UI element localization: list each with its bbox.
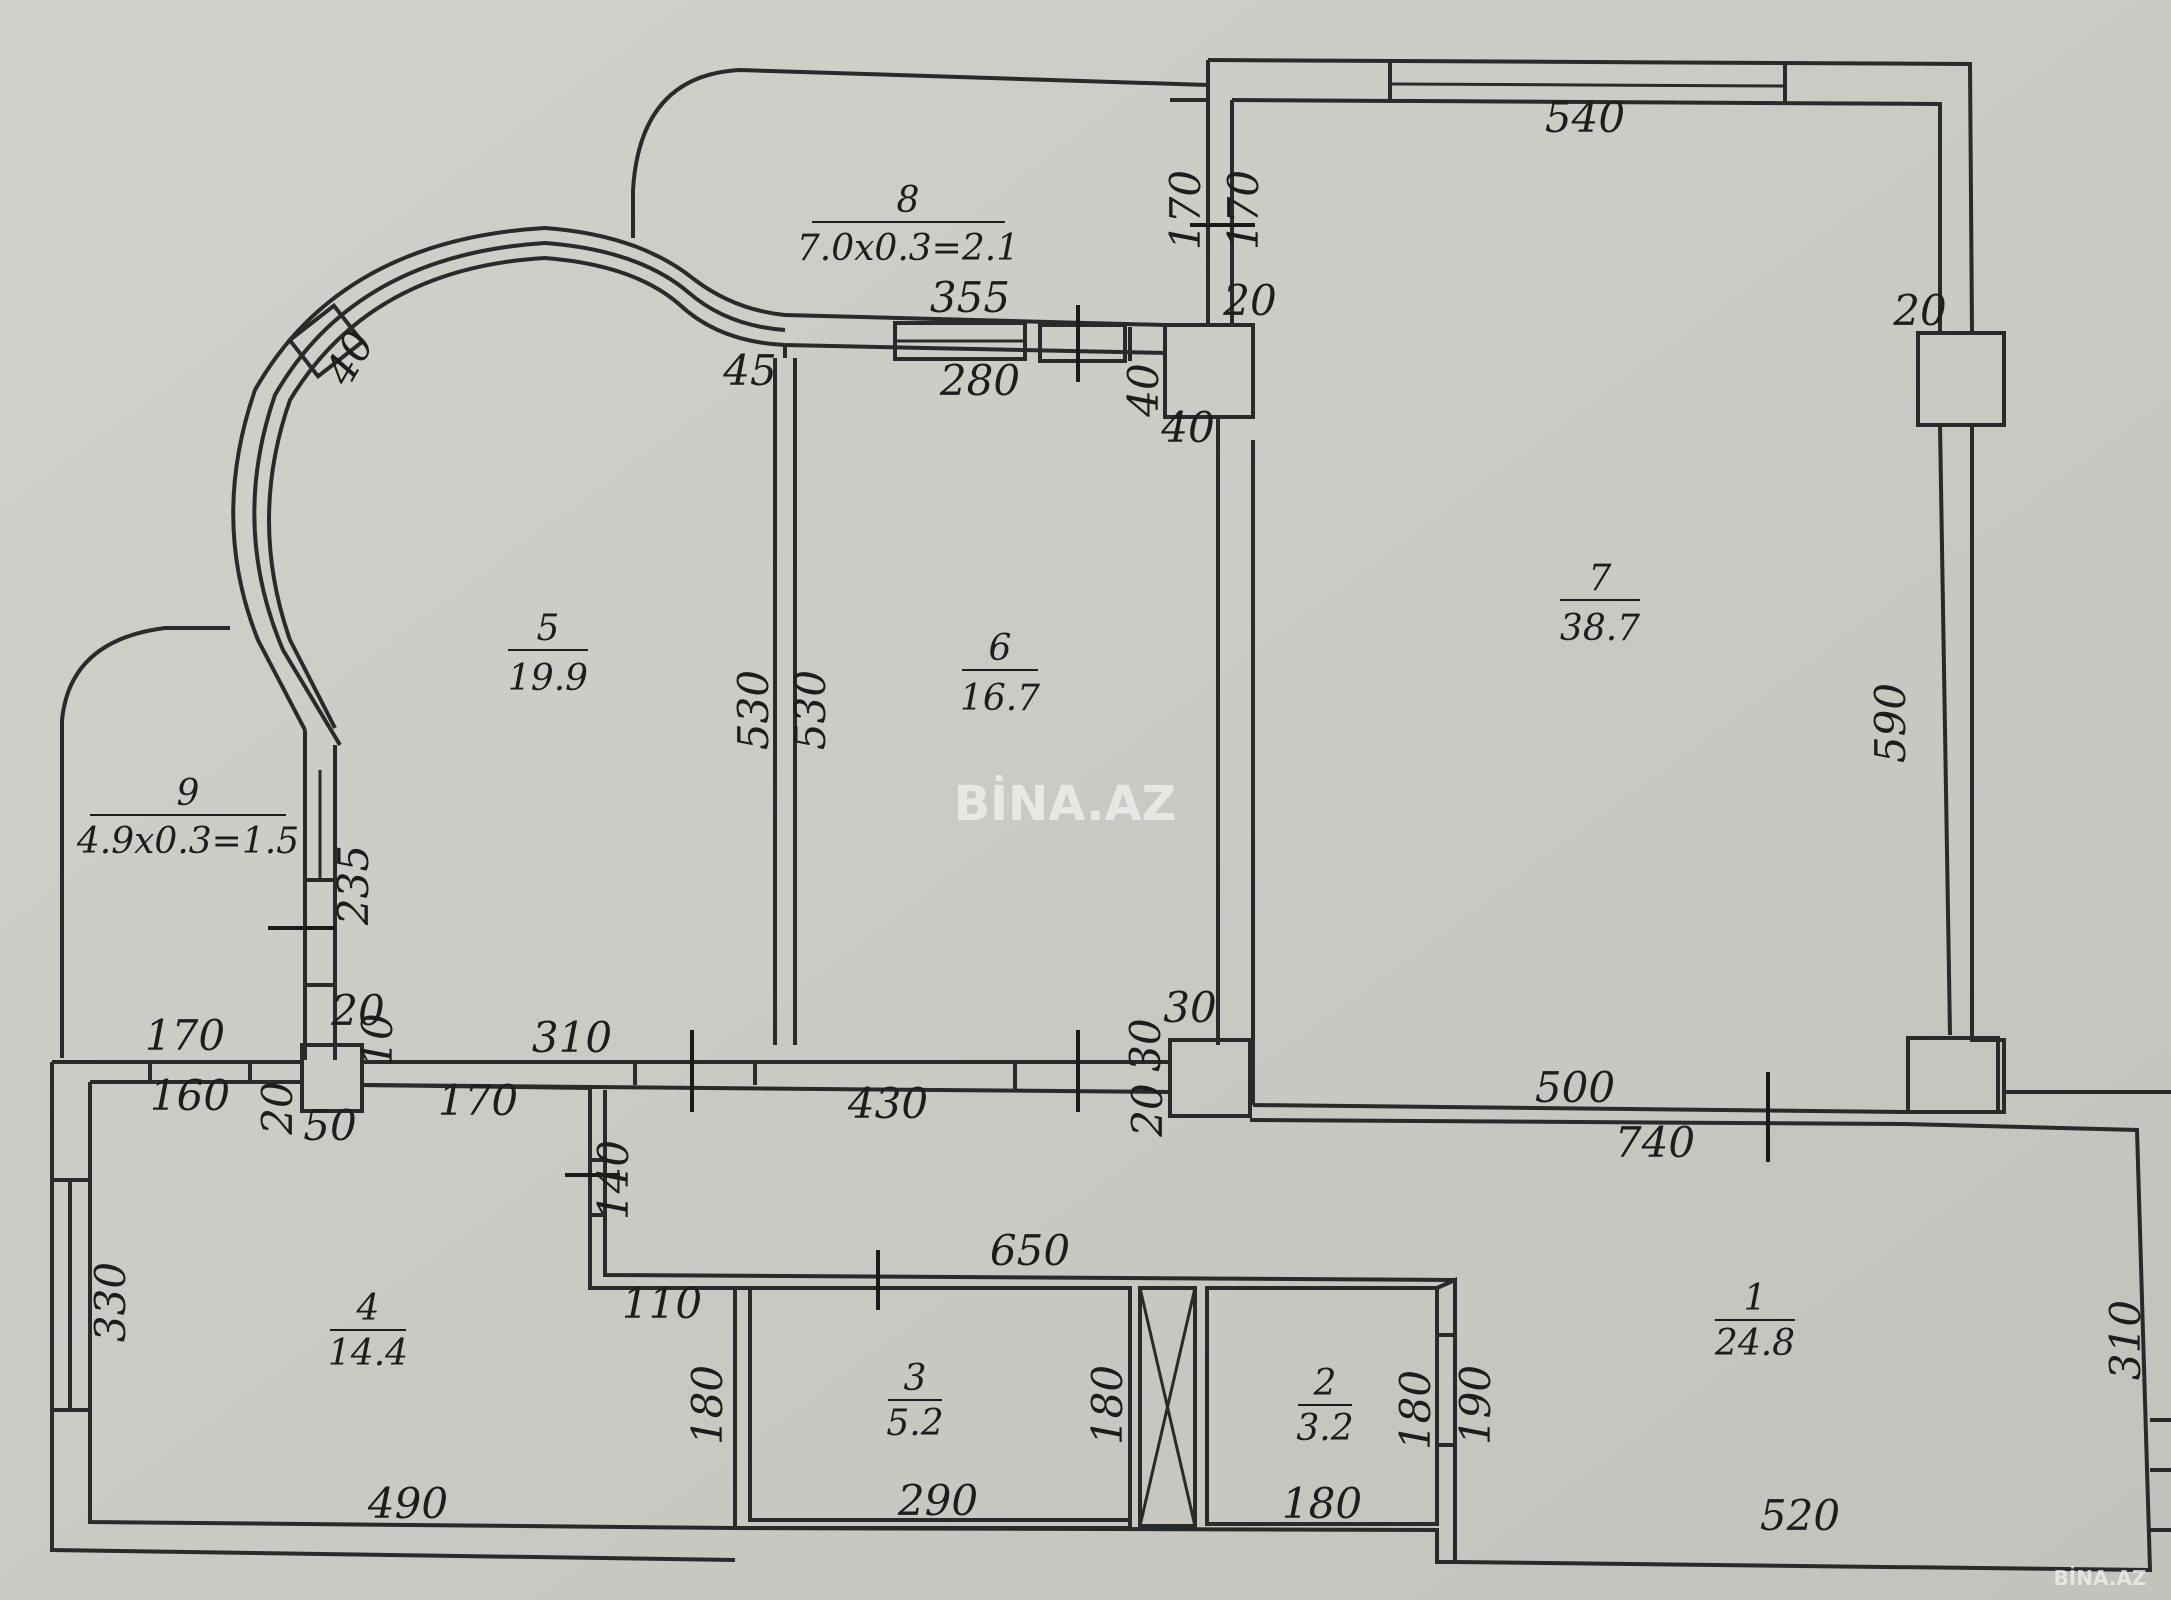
dim-530-a: 530 <box>729 670 778 750</box>
svg-text:4.9x0.3=1.5: 4.9x0.3=1.5 <box>76 821 299 862</box>
dim-310-right: 310 <box>2101 1300 2150 1380</box>
svg-text:6: 6 <box>989 628 1012 669</box>
dim-355: 355 <box>930 273 1010 322</box>
dim-170-mid: 170 <box>438 1076 518 1125</box>
svg-text:19.9: 19.9 <box>508 658 588 699</box>
svg-text:8: 8 <box>897 180 920 221</box>
dim-520: 520 <box>1760 1491 1840 1540</box>
dim-280: 280 <box>939 356 1020 405</box>
dim-30-a: 30 <box>1163 983 1216 1032</box>
dim-170-b: 170 <box>1219 170 1268 250</box>
room-5-label: 5 19.9 <box>508 608 588 699</box>
svg-text:4: 4 <box>356 1288 380 1329</box>
dim-290: 290 <box>897 1476 978 1525</box>
dim-180-room4: 180 <box>683 1365 732 1445</box>
dim-650: 650 <box>990 1226 1070 1275</box>
room-1-label: 1 24.8 <box>1714 1278 1795 1364</box>
watermark-logo-small: BİNA.AZ <box>2054 1566 2147 1590</box>
dim-20-low: 20 <box>1123 1083 1172 1137</box>
room-6-label: 6 16.7 <box>960 628 1040 719</box>
svg-text:5: 5 <box>537 608 560 649</box>
room-8-label: 8 7.0x0.3=2.1 <box>797 180 1019 269</box>
room-7-label: 7 38.7 <box>1560 558 1640 649</box>
walls <box>50 58 2171 1573</box>
dim-140: 140 <box>589 1140 638 1220</box>
svg-text:5.2: 5.2 <box>886 1403 943 1444</box>
watermark-logo: BİNA.AZ <box>954 775 1177 832</box>
dim-45: 45 <box>722 346 776 395</box>
svg-text:1: 1 <box>1744 1278 1767 1319</box>
dim-180-room2: 180 <box>1391 1370 1440 1450</box>
dim-530-b: 530 <box>786 670 835 750</box>
dim-190: 190 <box>1451 1365 1500 1445</box>
room-4-label: 4 14.4 <box>328 1288 408 1374</box>
dim-50: 50 <box>303 1101 356 1150</box>
dim-235: 235 <box>329 845 378 926</box>
dim-40-b: 40 <box>1160 403 1214 452</box>
dim-30-b: 30 <box>1121 1018 1170 1071</box>
dim-110: 110 <box>622 1279 702 1328</box>
svg-text:3.2: 3.2 <box>1296 1408 1353 1449</box>
door-ticks <box>268 223 1770 1310</box>
dim-170-left: 170 <box>145 1011 225 1060</box>
svg-text:14.4: 14.4 <box>328 1333 408 1374</box>
svg-text:9: 9 <box>177 773 200 814</box>
room-9-label: 9 4.9x0.3=1.5 <box>76 773 299 862</box>
dim-160: 160 <box>150 1071 230 1120</box>
svg-text:16.7: 16.7 <box>960 678 1040 719</box>
dim-170-a: 170 <box>1161 170 1210 250</box>
dim-310-mid: 310 <box>532 1013 612 1062</box>
room-3-label: 3 5.2 <box>886 1358 943 1444</box>
dim-740: 740 <box>1615 1118 1695 1167</box>
dim-20-right: 20 <box>1892 286 1946 335</box>
dim-180-bottom: 180 <box>1282 1479 1362 1528</box>
room-2-label: 2 3.2 <box>1296 1363 1353 1449</box>
room-labels: 1 24.8 2 3.2 3 5.2 4 14.4 5 19.9 6 16.7 <box>76 180 1795 1449</box>
dim-430: 430 <box>847 1079 928 1128</box>
svg-text:2: 2 <box>1313 1363 1337 1404</box>
svg-text:38.7: 38.7 <box>1560 608 1640 649</box>
dim-20-col: 20 <box>253 1081 302 1135</box>
dim-330: 330 <box>86 1262 135 1342</box>
dim-500: 500 <box>1535 1063 1615 1112</box>
dim-540: 540 <box>1545 93 1625 142</box>
dim-10: 10 <box>353 1013 402 1066</box>
dim-20-mid: 20 <box>330 986 384 1035</box>
dimension-labels: 540 170 170 355 20 280 40 40 45 20 40 53… <box>86 93 2150 1540</box>
svg-text:7: 7 <box>1589 558 1612 599</box>
dim-490: 490 <box>367 1479 448 1528</box>
svg-text:24.8: 24.8 <box>1714 1323 1795 1364</box>
dim-590: 590 <box>1866 683 1915 763</box>
svg-text:7.0x0.3=2.1: 7.0x0.3=2.1 <box>797 228 1019 269</box>
dim-20-top: 20 <box>1222 276 1276 325</box>
svg-text:3: 3 <box>904 1358 927 1399</box>
dim-180-room3: 180 <box>1083 1365 1132 1445</box>
dim-40-a: 40 <box>1119 363 1168 417</box>
